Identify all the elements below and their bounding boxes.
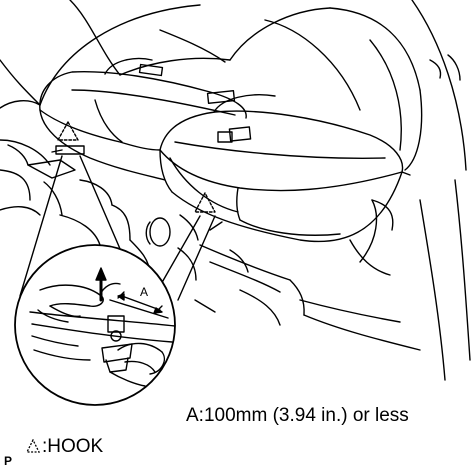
- dashed-triangle-icon: [26, 439, 40, 453]
- callout-leaders: [19, 155, 216, 301]
- dimension-spec: A:100mm (3.94 in.) or less: [186, 405, 409, 426]
- seat-cushion: [39, 57, 411, 263]
- legend: :HOOK: [26, 436, 103, 458]
- hook-marker-left: [51, 121, 85, 155]
- detail-magnifier: [14, 244, 176, 406]
- pull-up-arrow-icon: [95, 267, 107, 281]
- dimension-arrowhead-icon: [117, 293, 125, 301]
- dimension-arrowhead-icon: [153, 307, 163, 314]
- dimension-label: A: [140, 285, 148, 299]
- seatback-outline: [0, 0, 471, 381]
- floor-and-body: [0, 139, 421, 351]
- hook-marker-right: [194, 192, 216, 213]
- legend-label: :HOOK: [42, 436, 104, 457]
- figure-mark: P: [4, 454, 13, 468]
